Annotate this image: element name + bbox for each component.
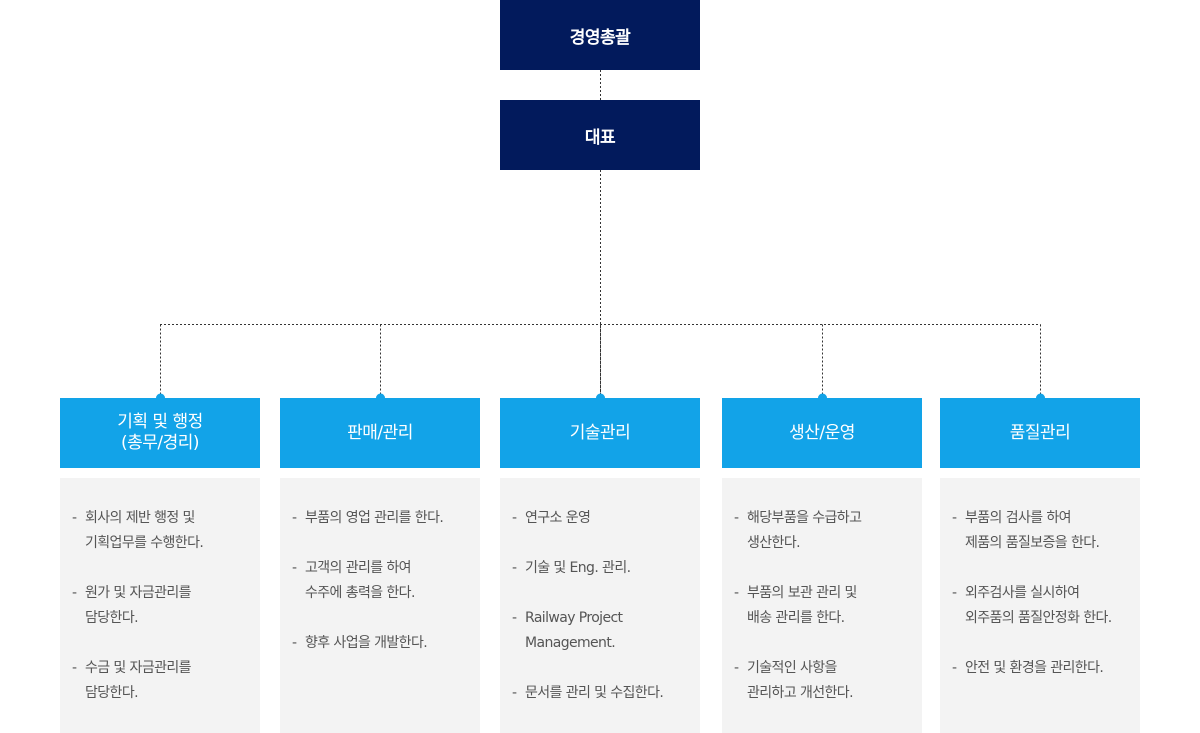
duty-item: -안전 및 환경을 관리한다. [952,656,1130,681]
bullet-dash: - [72,660,77,676]
duty-text-line: 안전 및 환경을 관리한다. [965,660,1104,676]
department-title-line: (총무/경리) [120,433,200,453]
duty-item: -기술 및 Eng. 관리. [512,556,690,581]
duty-text-line: 외주검사를 실시하여 [965,585,1080,601]
duty-text-line: 담당한다. [85,685,139,701]
duty-text-line: 해당부품을 수급하고 [747,510,862,526]
department-title-line: 생산/운영 [789,422,855,443]
bullet-dash: - [952,585,957,601]
department-3: 기술관리-연구소 운영-기술 및 Eng. 관리.-Railway Projec… [500,398,700,733]
bullet-dash: - [734,510,739,526]
bullet-dash: - [292,510,297,526]
bullet-dash: - [292,635,297,651]
duty-text-line: 기획업무를 수행한다. [85,535,204,551]
bullet-dash: - [512,510,517,526]
ceo-label: 대표 [584,127,616,148]
duty-text-line: 문서를 관리 및 수집한다. [525,685,664,701]
duty-text-line: 고객의 관리를 하여 [305,560,412,576]
department-title-box: 생산/운영 [722,398,922,468]
duty-text-line: 생산한다. [747,535,801,551]
duty-text-line: Railway Project [525,610,623,626]
duty-text-line: 부품의 영업 관리를 한다. [305,510,444,526]
duty-item: -연구소 운영 [512,506,690,531]
duty-text-line: 수금 및 자금관리를 [85,660,192,676]
bullet-dash: - [292,560,297,576]
department-title-line: 기술관리 [569,422,631,443]
duty-item: -부품의 영업 관리를 한다. [292,506,470,531]
duty-text-line: 부품의 보관 관리 및 [747,585,857,601]
duty-text-line: 부품의 검사를 하여 [965,510,1072,526]
duty-text-line: 제품의 품질보증을 한다. [965,535,1100,551]
department-title-line: 기획 및 행정 [117,412,203,432]
bullet-dash: - [512,685,517,701]
duty-item: -문서를 관리 및 수집한다. [512,681,690,706]
duty-text-line: 기술적인 사항을 [747,660,837,676]
duty-text-line: 기술 및 Eng. 관리. [525,560,631,576]
ceo-box: 대표 [500,100,700,170]
department-title-box: 기획 및 행정(총무/경리) [60,398,260,468]
duty-item: -향후 사업을 개발한다. [292,631,470,656]
department-title-box: 품질관리 [940,398,1140,468]
duty-text-line: 담당한다. [85,610,139,626]
bullet-dash: - [734,660,739,676]
bullet-dash: - [512,560,517,576]
department-title-box: 판매/관리 [280,398,480,468]
duty-text-line: 관리하고 개선한다. [747,685,854,701]
duty-text-line: 배송 관리를 한다. [747,610,845,626]
bullet-dash: - [72,585,77,601]
duty-text-line: 회사의 제반 행정 및 [85,510,195,526]
bullet-dash: - [952,660,957,676]
department-title-line: 품질관리 [1009,422,1071,443]
duty-text-line: 수주에 총력을 한다. [305,585,415,601]
bullet-dash: - [72,510,77,526]
duty-text-line: 연구소 운영 [525,510,591,526]
duty-text-line: 원가 및 자금관리를 [85,585,192,601]
duty-text-line: Management. [525,635,616,651]
bullet-dash: - [512,610,517,626]
department-title-box: 기술관리 [500,398,700,468]
ceo-general-label: 경영총괄 [569,27,631,48]
duty-text-line: 향후 사업을 개발한다. [305,635,428,651]
bullet-dash: - [734,585,739,601]
bullet-dash: - [952,510,957,526]
department-title-line: 판매/관리 [347,422,413,443]
ceo-general-box: 경영총괄 [500,0,700,70]
duty-text-line: 외주품의 품질안정화 한다. [965,610,1112,626]
